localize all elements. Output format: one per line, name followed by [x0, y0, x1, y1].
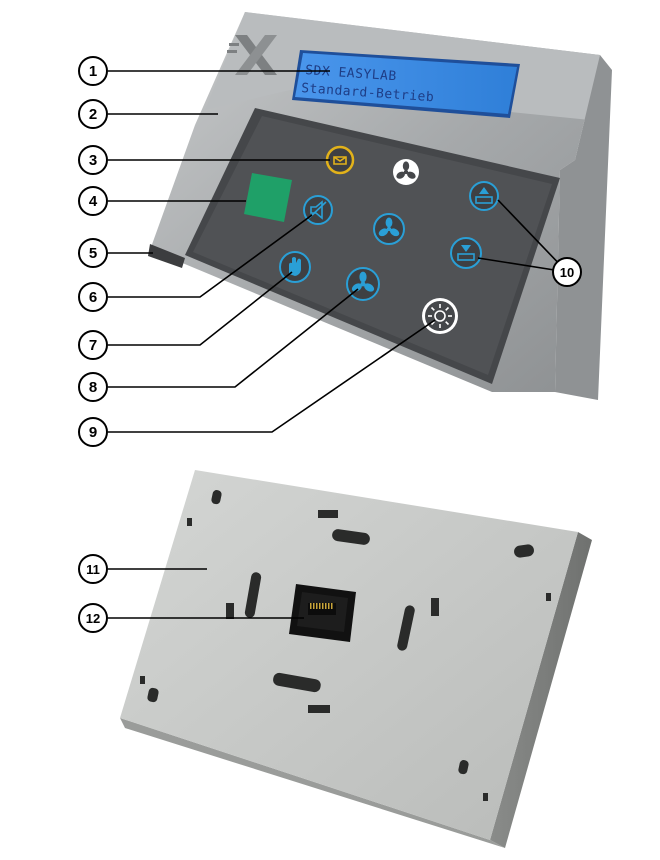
svg-text:3: 3 [89, 152, 97, 169]
fan-normal-button[interactable] [393, 159, 419, 185]
svg-text:5: 5 [89, 245, 97, 262]
leader-line-9 [108, 319, 436, 433]
callout-markers: 1 2 3 4 5 6 7 8 [78, 56, 582, 633]
alarm-acknowledge-button[interactable] [325, 145, 355, 175]
callout-5: 5 [78, 238, 108, 268]
leader-line-8 [108, 288, 359, 388]
callout-6: 6 [78, 282, 108, 312]
mounting-slots [140, 490, 551, 801]
callout-2: 2 [78, 99, 108, 129]
network-socket [289, 584, 356, 642]
leader-line-6 [108, 214, 313, 298]
fan-icon [351, 271, 375, 292]
svg-text:7: 7 [89, 337, 97, 354]
callout-9: 9 [78, 417, 108, 447]
mounting-plate [120, 470, 592, 848]
fan-increased-button[interactable] [346, 267, 380, 301]
light-button[interactable] [422, 298, 458, 334]
callouts [108, 70, 568, 619]
callout-11: 11 [78, 554, 108, 584]
sash-down-icon [457, 245, 475, 261]
mute-button[interactable] [303, 195, 333, 225]
callout-12: 12 [78, 603, 108, 633]
plate-edge [490, 532, 592, 848]
leader-line-7 [108, 271, 293, 346]
housing-side [555, 55, 612, 400]
fan-icon [378, 217, 400, 237]
plate-face [120, 470, 578, 840]
hand-icon [289, 257, 301, 276]
svg-text:9: 9 [89, 424, 97, 441]
svg-text:1: 1 [89, 63, 97, 80]
svg-text:6: 6 [89, 289, 97, 306]
brand-logo [227, 35, 277, 75]
leader-line-10a [497, 199, 568, 273]
callout-4: 4 [78, 186, 108, 216]
callout-7: 7 [78, 330, 108, 360]
leader-line-10b [477, 257, 568, 273]
light-icon [428, 304, 452, 328]
plate-bottom-edge [120, 718, 505, 848]
housing-left-edge [148, 244, 185, 268]
callout-1: 1 [78, 56, 108, 86]
status-indicator [244, 173, 292, 222]
svg-text:8: 8 [89, 379, 97, 396]
lcd-line-1: SDX EASYLAB [305, 63, 397, 84]
svg-text:2: 2 [89, 106, 97, 123]
callout-3: 3 [78, 145, 108, 175]
sash-up-icon [475, 187, 493, 204]
callout-8: 8 [78, 372, 108, 402]
lcd-display: SDX EASYLAB Standard-Betrieb [292, 50, 520, 118]
callout-10: 10 [552, 257, 582, 287]
control-panel-device: SDX EASYLAB Standard-Betrieb [148, 12, 612, 400]
svg-text:10: 10 [560, 265, 574, 280]
sash-down-button[interactable] [450, 237, 482, 269]
fan-icon [396, 161, 416, 179]
sash-up-button[interactable] [469, 181, 499, 211]
manual-mode-button[interactable] [279, 251, 311, 283]
alarm-icon [333, 156, 347, 165]
svg-text:4: 4 [89, 193, 98, 210]
svg-text:12: 12 [86, 611, 100, 626]
fan-reduced-button[interactable] [373, 213, 405, 245]
svg-text:11: 11 [86, 562, 100, 577]
